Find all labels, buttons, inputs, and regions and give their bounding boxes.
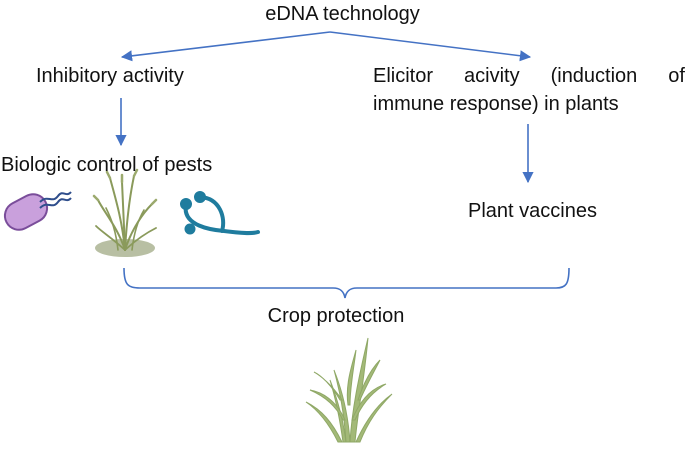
crop-plant-icon [305,337,393,443]
crop-protection-label: Crop protection [267,305,405,327]
elicitor-activity-label-line1: Elicitor acivity (induction of [373,65,685,87]
inhibitory-activity-label: Inhibitory activity [36,65,184,87]
grass-tuft-icon [92,168,158,257]
diagram-title: eDNA technology [265,3,420,25]
arrow-to-inhibitory [120,31,331,62]
elicitor-activity-label-line2: immune response) in plants [373,93,619,115]
fungal-hyphae-icon [180,191,260,236]
merge-bracket [123,267,570,299]
arrow-to-elicitor [329,31,532,62]
biologic-control-label: Biologic control of pests [1,154,213,176]
top-split-arrows [120,31,532,62]
plant-vaccines-label: Plant vaccines [468,200,597,222]
bacterium-icon [3,191,72,231]
